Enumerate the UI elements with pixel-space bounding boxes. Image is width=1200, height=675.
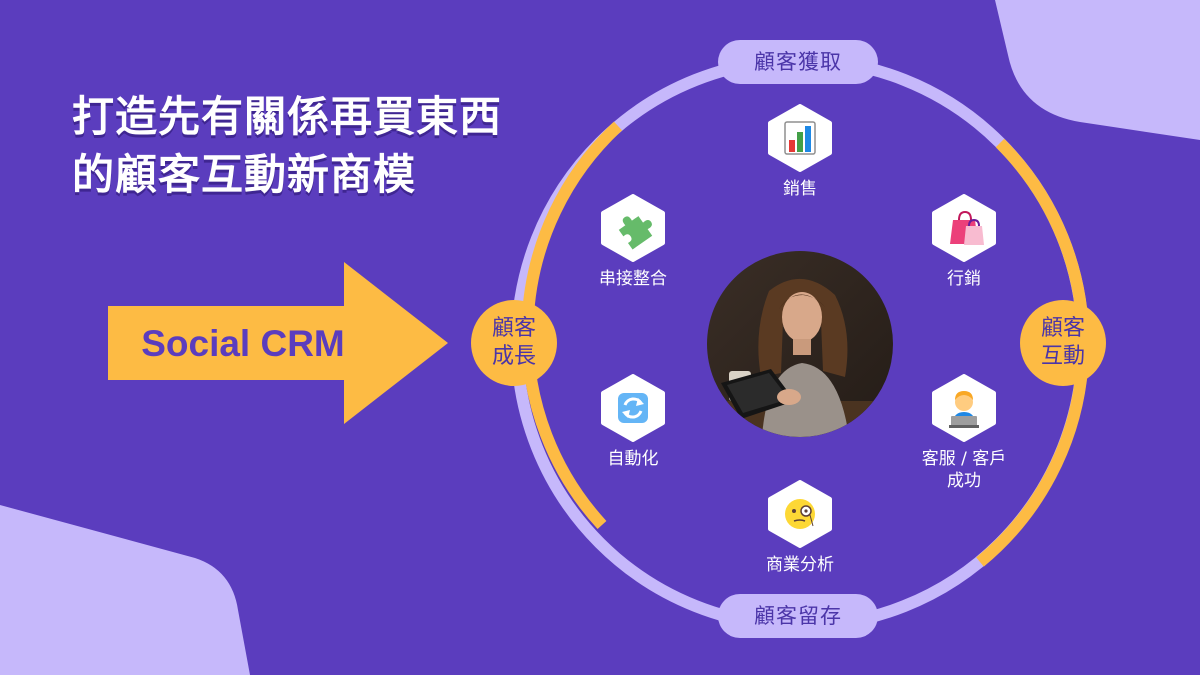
stage-engagement-line-1: 顧客 xyxy=(1040,316,1085,341)
node-service-label: 客服 / 客戶 xyxy=(921,449,1007,469)
bar-chart-icon xyxy=(784,121,816,155)
title-line-1: 打造先有關係再買東西 xyxy=(72,92,503,141)
stage-growth-badge: 顧客 成長 xyxy=(471,300,557,386)
top-right-corner-shape xyxy=(995,0,1200,140)
integration-hexagon xyxy=(600,194,666,262)
title-line-2: 的顧客互動新商模 xyxy=(72,150,417,199)
arrow-shape xyxy=(108,262,448,424)
marketing-hexagon xyxy=(931,194,997,262)
service-hexagon xyxy=(931,374,997,442)
woman-with-tablet-image xyxy=(707,251,893,437)
node-automation-label: 自動化 xyxy=(607,449,659,469)
puzzle-piece-icon xyxy=(618,216,653,250)
stage-engagement-line-2: 互動 xyxy=(1040,344,1085,369)
shopping-bags-icon xyxy=(950,210,984,245)
sales-hexagon xyxy=(767,104,833,172)
analytics-hexagon xyxy=(767,480,833,548)
stage-engagement-badge: 顧客 互動 xyxy=(1020,300,1106,386)
stage-acquisition-pill: 顧客獲取 xyxy=(718,40,878,84)
node-marketing: 行銷 xyxy=(899,194,1029,290)
page-title: 打造先有關係再買東西 的顧客互動新商模 xyxy=(72,88,502,204)
node-sales: 銷售 xyxy=(735,104,865,200)
node-service-label-line-2: 成功 xyxy=(947,471,981,491)
monocle-face-icon xyxy=(785,499,815,529)
node-analytics: 商業分析 xyxy=(735,480,865,576)
node-integration-label: 串接整合 xyxy=(599,269,667,289)
node-marketing-label: 行銷 xyxy=(947,269,981,289)
stage-retention-pill: 顧客留存 xyxy=(718,594,878,638)
automation-hexagon xyxy=(600,374,666,442)
social-crm-label: Social CRM xyxy=(141,323,345,364)
stage-growth-line-1: 顧客 xyxy=(491,316,536,341)
technologist-icon xyxy=(949,391,979,428)
node-analytics-label: 商業分析 xyxy=(766,555,834,575)
refresh-icon xyxy=(618,393,648,423)
stage-growth-line-2: 成長 xyxy=(491,344,536,369)
center-photo xyxy=(707,251,893,437)
node-automation: 自動化 xyxy=(568,374,698,470)
node-service: 客服 / 客戶 成功 xyxy=(899,374,1029,492)
bottom-left-corner-shape xyxy=(0,505,250,675)
node-integration: 串接整合 xyxy=(568,194,698,290)
node-sales-label: 銷售 xyxy=(783,179,817,199)
